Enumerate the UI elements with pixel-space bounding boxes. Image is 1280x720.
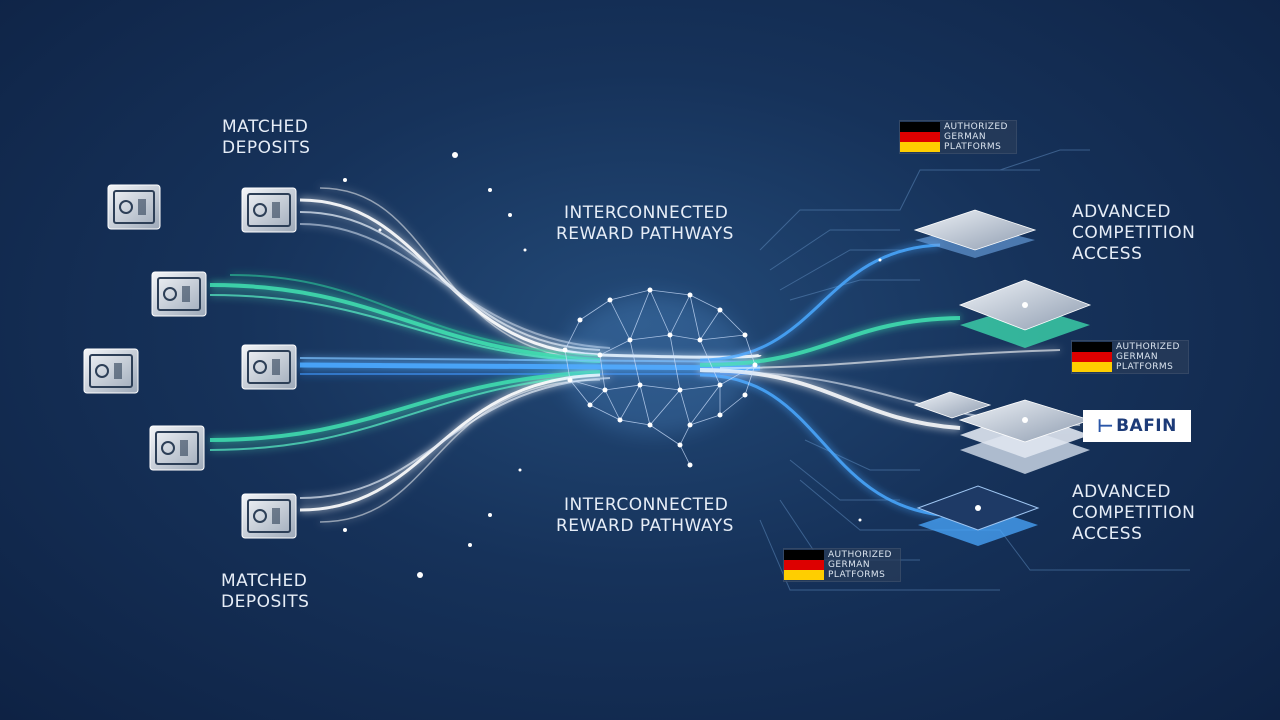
competition-access-label-top: ADVANCED COMPETITION ACCESS: [1072, 202, 1196, 264]
matched-deposits-label-bottom: MATCHED DEPOSITS: [221, 571, 310, 612]
safe-icon: [241, 187, 297, 233]
safe-icon: [151, 271, 207, 317]
safe-icon: [241, 493, 297, 539]
reward-pathways-label-top: INTERCONNECTED REWARD PATHWAYS: [556, 203, 734, 244]
stacked-platform-icon: [958, 399, 1092, 474]
safe-icon: [149, 425, 205, 471]
german-flag-icon: [784, 550, 824, 580]
safe-icon: [107, 184, 161, 230]
stacked-platform-icon: [916, 485, 1040, 546]
german-flag-icon: [1072, 342, 1112, 372]
german-flag-icon: [900, 122, 940, 152]
bafin-text: BAFIN: [1116, 416, 1177, 436]
stacked-platform-icon: [913, 209, 1037, 258]
neural-brain-icon: [560, 287, 758, 468]
reward-pathways-label-bottom: INTERCONNECTED REWARD PATHWAYS: [556, 495, 734, 536]
stacked-platform-icon: [958, 279, 1092, 348]
bafin-logo: ⊢ BAFIN: [1083, 410, 1191, 442]
competition-access-label-bottom: ADVANCED COMPETITION ACCESS: [1072, 482, 1196, 544]
sparkle-dots: [343, 152, 882, 578]
stacked-platform-icon: [913, 391, 992, 419]
platform-column: [913, 209, 1092, 546]
light-streams: [209, 187, 1081, 523]
bafin-mark-icon: ⊢: [1097, 415, 1115, 437]
safe-icon: [83, 348, 139, 394]
vault-column: [83, 184, 297, 539]
matched-deposits-label-top: MATCHED DEPOSITS: [222, 117, 311, 158]
safe-icon: [241, 344, 297, 390]
